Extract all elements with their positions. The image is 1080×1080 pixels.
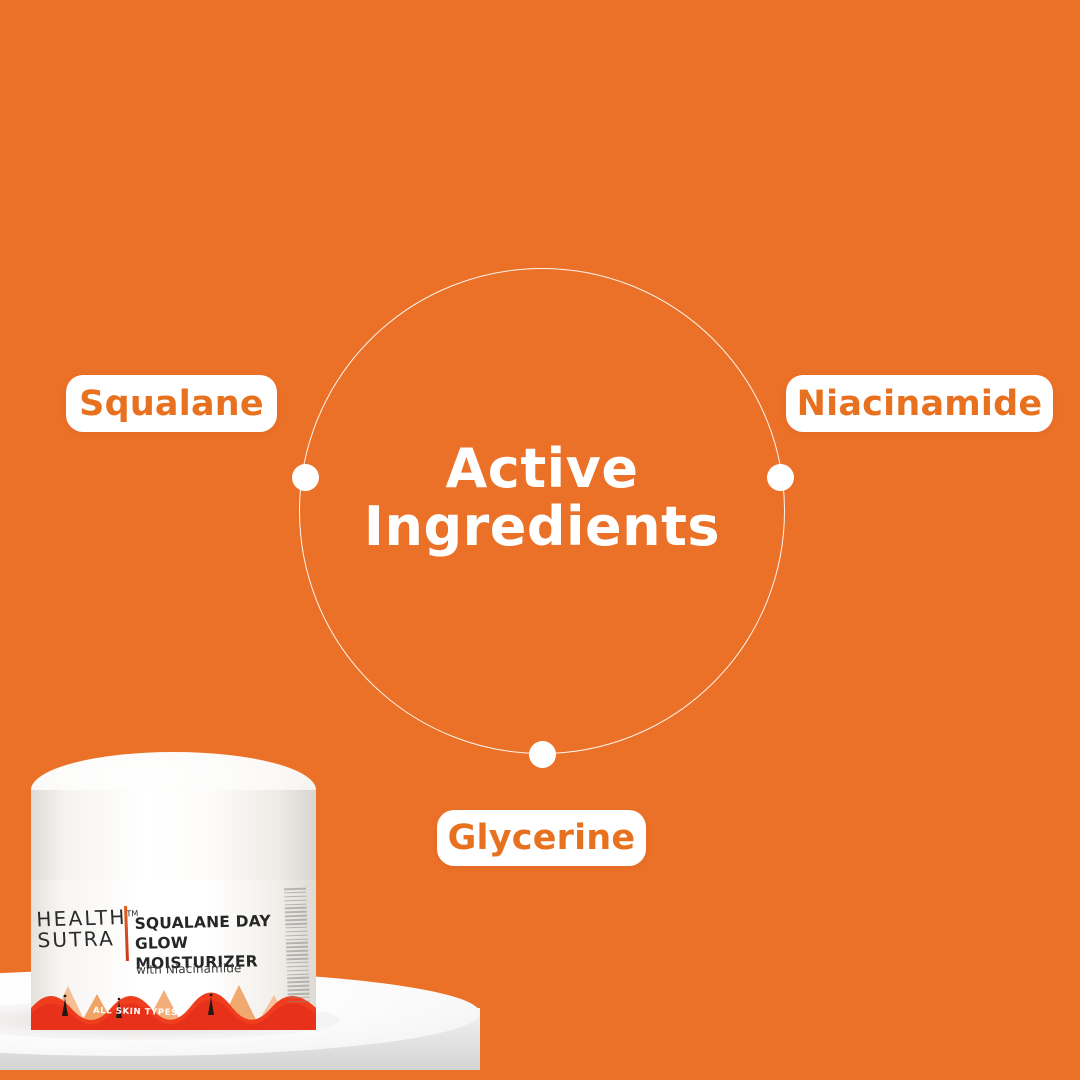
node-dot-niacinamide — [767, 464, 794, 491]
product-subtitle: with Niacinamide — [135, 961, 242, 977]
node-dot-glycerine — [529, 741, 556, 768]
label-fine-print — [283, 887, 310, 1005]
jar-body: ALL SKIN TYPES HEALTHTM SUTRA SQUALANE D… — [31, 880, 316, 1030]
label-pill-glycerine[interactable]: Glycerine — [437, 810, 646, 866]
brand-line2: SUTRA — [36, 926, 116, 953]
center-title: Active Ingredients — [299, 440, 785, 556]
center-title-line2: Ingredients — [363, 494, 721, 558]
product-name-line1: SQUALANE DAY — [134, 912, 272, 933]
center-title-line1: Active — [445, 437, 639, 500]
label-pill-niacinamide[interactable]: Niacinamide — [786, 375, 1053, 432]
node-dot-squalane — [292, 464, 319, 491]
label-mountain-artwork — [31, 985, 316, 1030]
label-pill-squalane[interactable]: Squalane — [66, 375, 277, 432]
